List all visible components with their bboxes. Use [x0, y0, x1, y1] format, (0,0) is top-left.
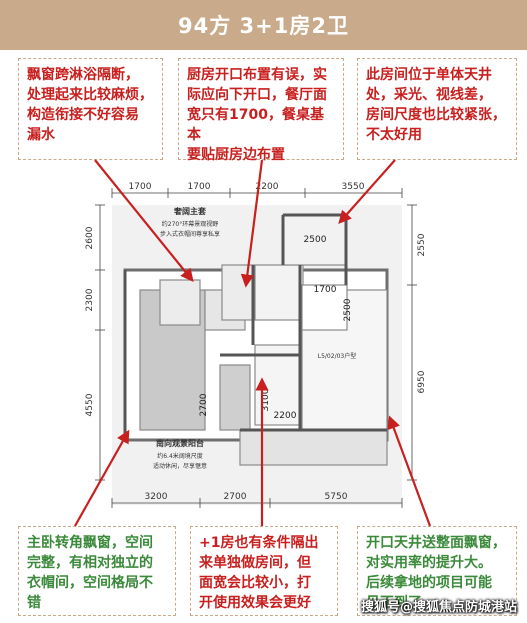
note-plus-one-room: +1房也有条件隔出 来单独做房间，但 面宽会比较小，打 开使用效果会更好: [190, 526, 338, 616]
small-bedroom: [219, 364, 251, 431]
unit-tag: L5/02/03户型: [318, 352, 356, 360]
dim-left-2: 2300: [85, 288, 95, 311]
dim-left-1: 2600: [85, 226, 95, 249]
dim-inner-patio: 2500: [304, 235, 327, 245]
balcony: [239, 429, 388, 466]
balcony-desc2: 适动休闲，尽享惬意: [153, 462, 207, 470]
dim-top-2: 1700: [188, 182, 211, 192]
kitchen: [254, 264, 304, 321]
title-banner: 94方 3+1房2卫: [0, 0, 527, 50]
plan-backdrop: [112, 205, 402, 505]
note-bay-window-shower: 飘窗跨淋浴隔断， 处理起来比较麻烦， 构造衔接不好容易 漏水: [18, 58, 163, 160]
note-kitchen-opening: 厨房开口布置有误，实 际应向下开口，餐厅面 宽只有1700，餐桌基本 要贴厨房边…: [178, 58, 344, 163]
callout-arrows: [74, 159, 432, 527]
arrow-patio-room: [338, 159, 396, 224]
dim-bottom-1: 3200: [145, 492, 168, 502]
dim-top-1: 1700: [129, 182, 152, 192]
dim-right-1: 2550: [417, 233, 427, 256]
dim-inner-small-bed: 2700: [199, 393, 209, 416]
dim-right-2: 6950: [417, 370, 427, 393]
dim-inner-living: 2200: [274, 411, 297, 421]
master-suite-desc2: 步入式衣帽间尊享私享: [160, 230, 220, 238]
living-room: [301, 289, 388, 431]
dim-inner-kitchen: 2500: [343, 298, 353, 321]
dim-inner-plus-one: 3100: [261, 388, 271, 411]
dim-top-3: 2200: [256, 182, 279, 192]
dimension-lines: [95, 188, 417, 508]
unit-outline: [123, 268, 389, 442]
note-open-patio: 开口天井送整面飘窗， 对实用率的提升大。 后续拿地的项目可能 见不到了: [357, 526, 517, 616]
patio-room: [282, 214, 347, 266]
master-bedroom: [139, 289, 206, 431]
arrow-bay-window: [94, 159, 194, 283]
dim-bottom-2: 2700: [224, 492, 247, 502]
watermark: 搜狐号@搜狐焦点防城港站: [360, 600, 517, 615]
dimension-labels: 1700 1700 2200 3550 3200 2700 5750 2600 …: [85, 182, 427, 502]
dim-left-3: 4550: [85, 393, 95, 416]
master-bath: [159, 279, 201, 326]
dim-inner-dining: 1700: [314, 285, 337, 295]
floor-plan-title: 94方 3+1房2卫: [178, 14, 349, 38]
dim-top-4: 3550: [342, 182, 365, 192]
arrow-open-patio: [387, 415, 432, 527]
note-master-bedroom: 主卧转角飘窗，空间 完整，有相对独立的 衣帽间，空间格局不 错: [18, 526, 176, 616]
arrow-master-bedroom: [74, 429, 130, 527]
plus-one-room: [254, 344, 301, 426]
second-bath: [221, 264, 255, 321]
master-suite-desc1: 约270°环幕景观视野: [162, 220, 218, 228]
note-patio-room: 此房间位于单体天井 处，采光、视线差， 房间尺度也比较紧张， 不太好用: [357, 58, 517, 160]
balcony-title: 南向观景阳台: [156, 438, 204, 448]
arrow-kitchen: [240, 159, 264, 288]
master-suite-title: 奢阔主套: [173, 206, 207, 216]
plan-walls: [123, 268, 389, 442]
balcony-desc1: 约6.4米阔境尺度: [157, 452, 203, 460]
dining-area: [301, 284, 348, 331]
walk-in-closet: [204, 289, 246, 331]
dim-bottom-3: 5750: [325, 492, 348, 502]
